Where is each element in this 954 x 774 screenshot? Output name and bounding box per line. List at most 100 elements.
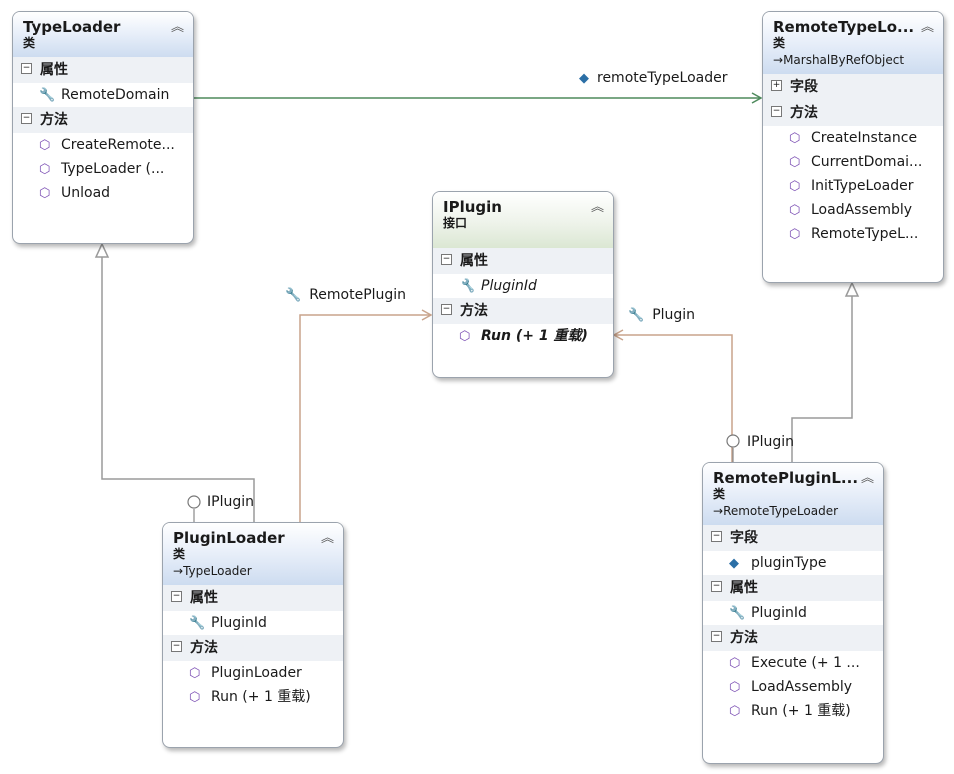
- section-label: 方法: [190, 640, 218, 656]
- class-name: TypeLoader: [23, 18, 121, 36]
- collapse-box-icon[interactable]: −: [711, 530, 722, 542]
- member-label: Run (+ 1 重载): [751, 703, 851, 719]
- section-label: 属性: [190, 590, 218, 606]
- association-plugin-line[interactable]: [615, 334, 733, 462]
- lollipop-circle-pluginloader[interactable]: [187, 495, 201, 509]
- class-remotetypeloader[interactable]: RemoteTypeLo... 类 →MarshalByRefObject ︽ …: [762, 11, 944, 283]
- method-cube-icon: ⬡: [189, 666, 201, 681]
- collapse-box-icon[interactable]: −: [21, 62, 32, 74]
- association-remoteplugin-line[interactable]: [299, 314, 430, 522]
- association-label-plugin[interactable]: 🔧 Plugin: [628, 307, 695, 323]
- member-label: LoadAssembly: [751, 679, 853, 695]
- method-cube-icon: ⬡: [39, 138, 51, 153]
- class-header[interactable]: RemoteTypeLo... 类 →MarshalByRefObject ︽: [763, 12, 943, 74]
- wrench-icon: 🔧: [39, 88, 56, 103]
- class-header[interactable]: PluginLoader 类 →TypeLoader ︽: [163, 523, 343, 585]
- association-label-plugin-text: Plugin: [652, 307, 696, 323]
- class-stereotype: 类: [773, 36, 786, 50]
- class-name: RemoteTypeLo...: [773, 18, 915, 36]
- method-item[interactable]: ⬡PluginLoader: [163, 661, 343, 685]
- collapse-box-icon[interactable]: −: [711, 580, 722, 592]
- method-item[interactable]: ⬡Execute (+ 1 ...: [703, 651, 883, 675]
- collapse-box-icon[interactable]: −: [711, 630, 722, 642]
- section-fields[interactable]: +字段: [763, 74, 943, 100]
- class-name: RemotePluginL...: [713, 469, 859, 487]
- method-item[interactable]: ⬡RemoteTypeL...: [763, 222, 943, 246]
- collapse-box-icon[interactable]: −: [171, 590, 182, 602]
- expand-box-icon[interactable]: +: [771, 79, 782, 91]
- method-item[interactable]: ⬡Run (+ 1 重载): [703, 699, 883, 723]
- member-label: Run (+ 1 重载): [481, 328, 588, 344]
- method-item[interactable]: ⬡ LoadAssembly: [703, 675, 883, 699]
- method-cube-icon: ⬡: [189, 690, 201, 705]
- collapse-chevron-icon[interactable]: ︽: [320, 531, 334, 546]
- class-typeloader[interactable]: TypeLoader 类 ︽ −属性 🔧RemoteDomain −方法 ⬡Cr…: [12, 11, 194, 244]
- association-label-remoteplugin[interactable]: 🔧RemotePlugin: [285, 287, 406, 303]
- section-methods[interactable]: −方法: [433, 298, 613, 324]
- property-item[interactable]: 🔧PluginId: [163, 611, 343, 635]
- class-header[interactable]: TypeLoader 类 ︽: [13, 12, 193, 57]
- method-item[interactable]: ⬡ Run (+ 1 重载): [163, 685, 343, 709]
- section-properties[interactable]: −属性: [703, 575, 883, 601]
- class-remotepluginloader[interactable]: RemotePluginL... 类 →RemoteTypeLoader ︽ −…: [702, 462, 884, 764]
- section-methods[interactable]: −方法: [13, 107, 193, 133]
- method-item[interactable]: ⬡CurrentDomai...: [763, 150, 943, 174]
- member-label: LoadAssembly: [811, 202, 913, 218]
- collapse-box-icon[interactable]: −: [771, 105, 782, 117]
- collapse-box-icon[interactable]: −: [441, 253, 452, 265]
- association-label-remotetypeloader[interactable]: ◆remoteTypeLoader: [579, 70, 727, 86]
- class-stereotype: 接口: [443, 216, 468, 230]
- collapse-chevron-icon[interactable]: ︽: [920, 20, 934, 35]
- collapse-chevron-icon[interactable]: ︽: [590, 200, 604, 215]
- method-cube-icon: ⬡: [789, 131, 801, 146]
- lollipop-circle-remotepluginloader[interactable]: [726, 434, 740, 448]
- section-properties[interactable]: −属性: [163, 585, 343, 611]
- method-item[interactable]: ⬡TypeLoader (...: [13, 157, 193, 181]
- association-plugin-arrowhead: [612, 329, 624, 341]
- method-item[interactable]: ⬡Run (+ 1 重载): [433, 324, 613, 348]
- section-label: 方法: [40, 112, 68, 128]
- class-header[interactable]: RemotePluginL... 类 →RemoteTypeLoader ︽: [703, 463, 883, 525]
- field-icon: ◆: [579, 71, 589, 86]
- wrench-icon: 🔧: [628, 308, 645, 323]
- collapse-chevron-icon[interactable]: ︽: [860, 471, 874, 486]
- method-item[interactable]: ⬡Unload: [13, 181, 193, 205]
- wrench-icon: 🔧: [189, 616, 206, 631]
- method-item[interactable]: ⬡LoadAssembly: [763, 198, 943, 222]
- section-methods[interactable]: −方法: [703, 625, 883, 651]
- member-label: pluginType: [751, 555, 827, 571]
- class-stereotype: 类: [173, 547, 186, 561]
- section-label: 方法: [460, 303, 488, 319]
- collapse-chevron-icon[interactable]: ︽: [170, 20, 184, 35]
- section-fields[interactable]: −字段: [703, 525, 883, 551]
- section-label: 属性: [40, 62, 68, 78]
- class-pluginloader[interactable]: PluginLoader 类 →TypeLoader ︽ −属性 🔧Plugin…: [162, 522, 344, 748]
- inheritance-pluginloader-typeloader[interactable]: [101, 256, 255, 522]
- field-item[interactable]: ◆ pluginType: [703, 551, 883, 575]
- inheritance-remotepluginloader-remotetypeloader[interactable]: [791, 295, 853, 462]
- section-properties[interactable]: −属性: [13, 57, 193, 83]
- class-header[interactable]: IPlugin 接口 ︽: [433, 192, 613, 248]
- wrench-icon: 🔧: [459, 279, 476, 294]
- property-item[interactable]: 🔧PluginId: [433, 274, 613, 298]
- section-methods[interactable]: −方法: [163, 635, 343, 661]
- section-properties[interactable]: −属性: [433, 248, 613, 274]
- collapse-box-icon[interactable]: −: [171, 640, 182, 652]
- property-item[interactable]: 🔧PluginId: [703, 601, 883, 625]
- method-cube-icon: ⬡: [729, 680, 741, 695]
- method-item[interactable]: ⬡CreateInstance: [763, 126, 943, 150]
- property-item[interactable]: 🔧RemoteDomain: [13, 83, 193, 107]
- member-label: Run (+ 1 重载): [211, 689, 311, 705]
- class-base: →TypeLoader: [173, 564, 252, 578]
- interface-iplugin[interactable]: IPlugin 接口 ︽ −属性 🔧PluginId −方法 ⬡Run (+ 1…: [432, 191, 614, 378]
- field-icon: ◆: [729, 556, 739, 571]
- lollipop-label-remotepluginloader: IPlugin: [747, 434, 794, 450]
- method-item[interactable]: ⬡InitTypeLoader: [763, 174, 943, 198]
- member-label: TypeLoader (...: [61, 161, 165, 177]
- method-item[interactable]: ⬡CreateRemote...: [13, 133, 193, 157]
- method-cube-icon: ⬡: [39, 186, 51, 201]
- collapse-box-icon[interactable]: −: [441, 303, 452, 315]
- section-methods[interactable]: −方法: [763, 100, 943, 126]
- collapse-box-icon[interactable]: −: [21, 112, 32, 124]
